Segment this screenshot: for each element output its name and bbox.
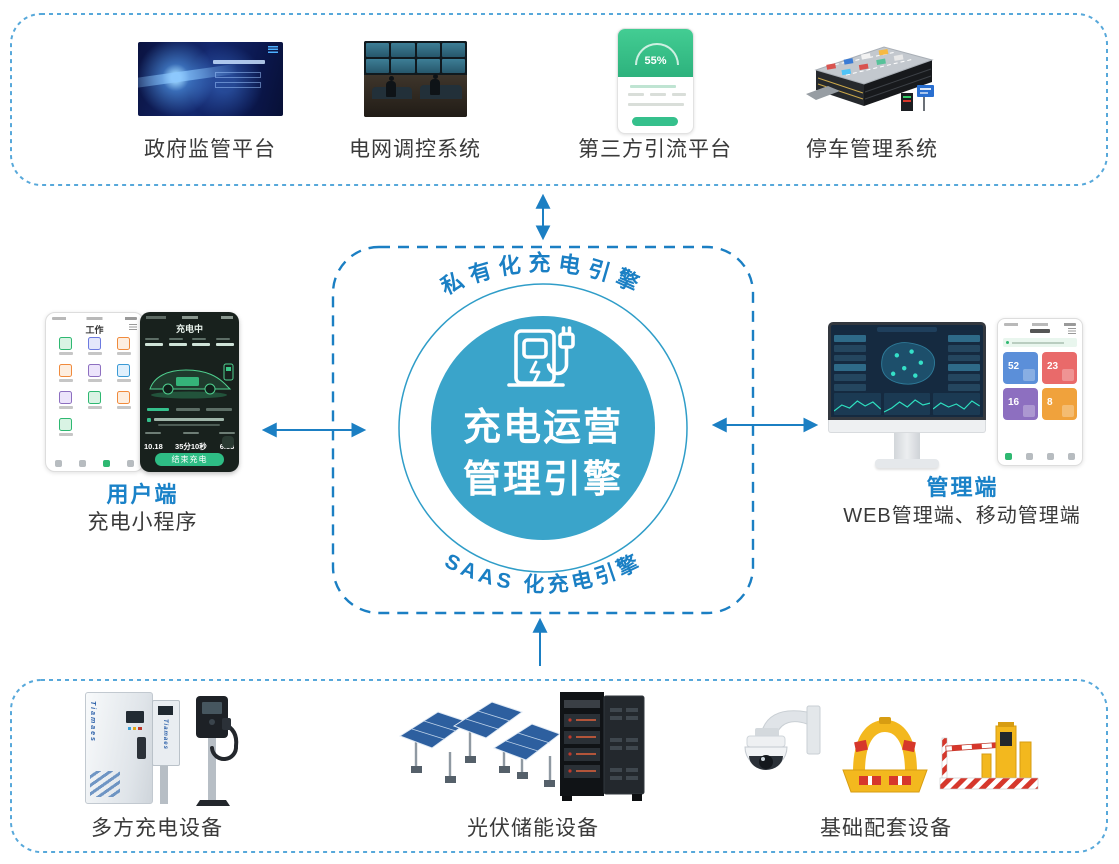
text-bar xyxy=(630,85,676,88)
login-field xyxy=(215,82,261,88)
battery-storage-cabinet xyxy=(560,692,645,801)
screen-wall xyxy=(364,41,467,75)
engine-circle xyxy=(431,316,655,540)
user-charging-screenshot: 充电中 10.18 35分10秒 6.83 xyxy=(140,312,239,472)
left-panel xyxy=(834,335,866,391)
order-number-bar xyxy=(158,424,220,426)
web-admin-monitor xyxy=(828,322,986,468)
label-user-side: 用户端 xyxy=(106,482,179,507)
dashboard-title-bar xyxy=(876,327,938,332)
parking-system-3d-image xyxy=(806,46,934,111)
parking-lock xyxy=(842,717,928,793)
charging-stats-row xyxy=(145,338,234,346)
monitor-stand xyxy=(894,433,920,459)
tab-bar xyxy=(998,453,1082,460)
label-third-party: 第三方引流平台 xyxy=(578,138,732,161)
mobile-admin-screenshot: 52 23 16 8 xyxy=(997,318,1083,466)
third-party-app-screenshot: 55% xyxy=(617,28,694,134)
text-bar xyxy=(628,103,684,106)
status-bar xyxy=(1004,323,1076,326)
stat-tile-alarms: 23 xyxy=(1042,352,1077,384)
menu-icon xyxy=(268,46,278,53)
login-title-bar xyxy=(213,60,265,64)
label-parking-system: 停车管理系统 xyxy=(806,138,938,161)
charging-station-icon xyxy=(507,326,575,387)
barrier-gate xyxy=(939,722,1039,790)
operator-silhouette xyxy=(430,74,440,95)
label-gov-platform: 政府监管平台 xyxy=(144,138,276,161)
login-field xyxy=(215,72,261,78)
app-button xyxy=(632,117,678,126)
indicator-lights xyxy=(128,727,142,730)
label-basic-devices: 基础配套设备 xyxy=(820,817,952,840)
stat-tile-faults: 16 xyxy=(1003,388,1038,420)
brand-text: Tiamaes xyxy=(162,719,168,750)
cabinet-screen xyxy=(126,711,144,723)
ev-car-illustration xyxy=(149,363,234,399)
app-title-bar xyxy=(1029,329,1051,333)
progress-row xyxy=(147,408,232,411)
right-panel xyxy=(948,335,980,391)
station-name-bar xyxy=(147,417,224,422)
brand-text: Tiamaes xyxy=(89,701,96,743)
slim-charger: Tiamaes xyxy=(152,700,180,766)
engine-title-line2: 管理引擎 xyxy=(463,459,623,501)
charger-screen xyxy=(158,706,173,715)
tab-bar xyxy=(46,460,143,467)
stop-charging-button: 结束充电 xyxy=(155,453,224,466)
solar-panels xyxy=(398,701,560,787)
stat-tile-workorders: 52 xyxy=(1003,352,1038,384)
desk xyxy=(420,85,462,99)
operator-silhouette xyxy=(386,76,396,97)
user-miniapp-home-screenshot: 工作 xyxy=(45,312,144,472)
label-user-subtitle: 充电小程序 xyxy=(87,511,198,534)
bottom-charts xyxy=(834,393,981,415)
text-bar xyxy=(650,93,666,96)
bottom-devices-box xyxy=(10,679,1108,853)
feature-grid xyxy=(51,337,138,436)
charger-pole xyxy=(160,764,168,804)
menu-icon xyxy=(129,324,137,330)
label-admin-subtitle: WEB管理端、移动管理端 xyxy=(843,505,1081,527)
status-bar xyxy=(146,316,233,319)
battery-percent: 55% xyxy=(644,55,667,67)
app-title: 工作 xyxy=(85,325,104,335)
gov-platform-screenshot xyxy=(138,42,283,116)
top-platforms-box xyxy=(10,13,1108,186)
stat-tiles: 52 23 16 8 xyxy=(1003,352,1077,420)
status-bar xyxy=(52,317,137,320)
gun-holster xyxy=(137,737,146,759)
engine-outer-ring xyxy=(398,283,688,573)
monitor-base xyxy=(875,459,939,468)
label-charging-devices: 多方充电设备 xyxy=(91,817,223,840)
charging-cabinet: Tiamaes xyxy=(85,692,153,804)
charging-title: 充电中 xyxy=(175,324,203,334)
map-visualization xyxy=(881,342,936,385)
stat-tile-approvals: 8 xyxy=(1042,388,1077,420)
dashboard-screen xyxy=(828,322,986,420)
engine-title-line1: 充电运营 xyxy=(463,407,623,449)
grid-control-room-photo xyxy=(364,41,467,117)
notification-banner xyxy=(1003,338,1077,347)
dome-camera xyxy=(744,705,821,770)
settings-chip xyxy=(222,436,234,448)
decor-stripes xyxy=(90,771,120,797)
label-admin-side: 管理端 xyxy=(926,475,999,500)
text-bar xyxy=(628,93,644,96)
wallbox-charger xyxy=(196,696,239,806)
monitor-chin xyxy=(828,420,986,433)
label-solar-storage: 光伏储能设备 xyxy=(467,817,599,840)
label-grid-control: 电网调控系统 xyxy=(349,138,481,161)
text-bar xyxy=(672,93,686,96)
menu-icon xyxy=(1068,328,1076,334)
